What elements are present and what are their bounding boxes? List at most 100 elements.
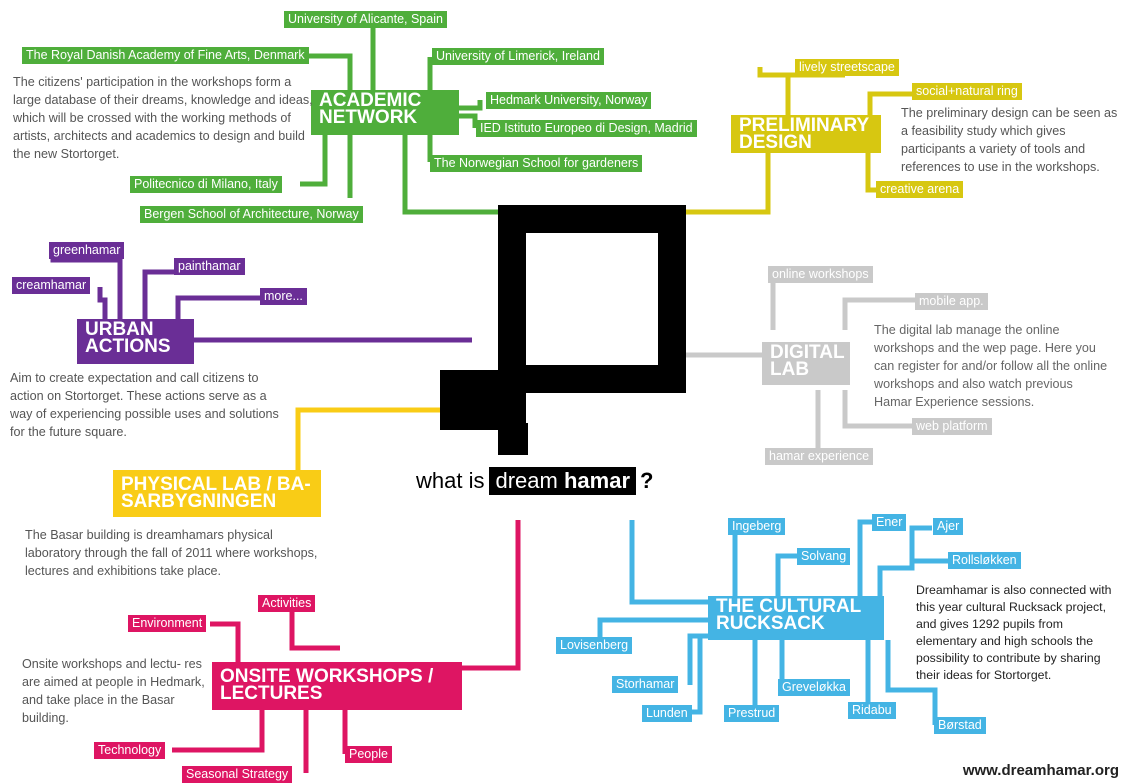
urban-greenhamar: greenhamar bbox=[49, 242, 125, 259]
digital-lab-title: DIGITAL LAB bbox=[762, 342, 850, 385]
connector-academic-ied bbox=[458, 113, 478, 128]
onsite-title-line1: ONSITE WORKSHOPS / bbox=[220, 666, 434, 687]
cultural-description: Dreamhamar is also connected with this y… bbox=[916, 583, 1112, 682]
preliminary-ring: social+natural ring bbox=[912, 83, 1022, 100]
connector-cultural-center bbox=[629, 520, 708, 605]
connector-academic-royal-danish bbox=[298, 53, 353, 90]
connector-physical-center bbox=[295, 407, 440, 470]
cultural-solvang: Solvang bbox=[797, 548, 851, 565]
onsite-workshops-title: ONSITE WORKSHOPS / LECTURES bbox=[212, 662, 462, 710]
digital-online-workshops: online workshops bbox=[768, 266, 873, 283]
connector-urban-cream bbox=[97, 287, 108, 319]
tagline: what is dream hamar ? bbox=[416, 466, 653, 496]
question-mark: ? bbox=[640, 468, 654, 493]
academic-hedmark: Hedmark University, Norway bbox=[486, 92, 652, 109]
cultural-ener: Ener bbox=[872, 514, 907, 531]
cultural-prestrud: Prestrud bbox=[724, 705, 780, 722]
site-url[interactable]: www.dreamhamar.org bbox=[962, 762, 1119, 779]
connector-cultural-ener bbox=[857, 519, 880, 596]
preliminary-title-line2: DESIGN bbox=[739, 132, 812, 153]
digital-mobile-app: mobile app. bbox=[915, 293, 988, 310]
connector-academic-milano bbox=[300, 135, 328, 187]
cultural-ajer: Ajer bbox=[933, 518, 964, 535]
onsite-activities: Activities bbox=[258, 595, 316, 612]
academic-royal-danish: The Royal Danish Academy of Fine Arts, D… bbox=[22, 47, 309, 64]
dreamhamar-logo bbox=[440, 205, 686, 455]
digital-title-line2: LAB bbox=[770, 359, 810, 380]
urban-description: Aim to create expectation and call citiz… bbox=[10, 371, 279, 439]
onsite-technology: Technology bbox=[94, 742, 166, 759]
digital-web-platform: web platform bbox=[912, 418, 992, 435]
preliminary-streetscape: lively streetscape bbox=[795, 59, 899, 76]
what-is-text: what is bbox=[416, 468, 485, 493]
connector-digital-mobile bbox=[842, 297, 915, 330]
connector-preliminary-arena bbox=[865, 150, 876, 193]
urban-title-line2: ACTIONS bbox=[85, 336, 171, 357]
dream-text: dream bbox=[495, 468, 558, 493]
cultural-title-line1: THE CULTURAL bbox=[716, 596, 862, 617]
cultural-lunden: Lunden bbox=[642, 705, 692, 722]
urban-actions-title: URBAN ACTIONS bbox=[77, 319, 194, 364]
onsite-people: People bbox=[345, 746, 392, 763]
cultural-title-line2: RUCKSACK bbox=[716, 613, 825, 634]
connector-cultural-lunden bbox=[655, 633, 708, 715]
connector-digital-web bbox=[842, 390, 912, 429]
academic-ied: IED Istituto Europeo di Design, Madrid bbox=[476, 120, 697, 137]
preliminary-description: The preliminary design can be seen as a … bbox=[901, 106, 1118, 174]
connector-preliminary-ring bbox=[867, 91, 912, 115]
connector-preliminary-center bbox=[686, 153, 771, 215]
connector-onsite-environment bbox=[210, 621, 241, 662]
connector-onsite-activities bbox=[289, 612, 340, 651]
cultural-ridabu: Ridabu bbox=[848, 702, 896, 719]
urban-more: more... bbox=[260, 288, 307, 305]
preliminary-design-title: PRELIMINARY DESIGN bbox=[731, 115, 881, 153]
connector-cultural-lovisenberg bbox=[597, 617, 708, 645]
cultural-storhamar: Storhamar bbox=[612, 676, 679, 693]
preliminary-arena: creative arena bbox=[876, 181, 964, 198]
connector-cultural-ingeberg bbox=[732, 525, 758, 596]
cultural-grevelokka: Greveløkka bbox=[778, 679, 850, 696]
connector-cultural-ajer bbox=[877, 525, 932, 596]
physical-lab-title: PHYSICAL LAB / BA- SARBYGNINGEN bbox=[113, 470, 321, 517]
urban-title-line1: URBAN bbox=[85, 319, 154, 340]
digital-title-line1: DIGITAL bbox=[770, 342, 845, 363]
academic-bergen: Bergen School of Architecture, Norway bbox=[140, 206, 363, 223]
physical-description: The Basar building is dreamhamars physic… bbox=[25, 528, 318, 578]
connector-urban-more bbox=[175, 295, 265, 319]
cultural-borstad: Børstad bbox=[934, 717, 986, 734]
digital-hamar-experience: hamar experience bbox=[765, 448, 874, 465]
onsite-seasonal-strategy: Seasonal Strategy bbox=[182, 766, 293, 783]
physical-title-line1: PHYSICAL LAB / BA- bbox=[121, 474, 311, 495]
academic-title-line2: NETWORK bbox=[319, 107, 418, 128]
connector-urban-paint bbox=[142, 269, 175, 319]
academic-milano: Politecnico di Milano, Italy bbox=[130, 176, 282, 193]
onsite-title-line2: LECTURES bbox=[220, 683, 323, 704]
cultural-rollslokken: Rollsløkken bbox=[948, 552, 1021, 569]
academic-alicante: University of Alicante, Spain bbox=[284, 11, 447, 28]
urban-creamhamar: creamhamar bbox=[12, 277, 91, 294]
connector-cultural-borstad bbox=[885, 640, 938, 725]
connector-academic-hedmark bbox=[458, 100, 483, 111]
onsite-description: Onsite workshops and lectu- res are aime… bbox=[22, 657, 205, 725]
connector-cultural-solvang bbox=[775, 553, 798, 596]
urban-painthamar: painthamar bbox=[174, 258, 245, 275]
academic-description: The citizens' participation in the works… bbox=[13, 75, 313, 161]
connector-onsite-technology bbox=[172, 710, 265, 753]
connector-onsite-center bbox=[462, 520, 521, 671]
connector-academic-center bbox=[402, 135, 500, 215]
cultural-ingeberg: Ingeberg bbox=[728, 518, 786, 535]
hamar-text: hamar bbox=[563, 468, 631, 493]
cultural-rucksack-title: THE CULTURAL RUCKSACK bbox=[708, 596, 884, 640]
academic-gardeners: The Norwegian School for gardeners bbox=[430, 155, 643, 172]
physical-title-line2: SARBYGNINGEN bbox=[121, 491, 277, 512]
academic-limerick: University of Limerick, Ireland bbox=[432, 48, 604, 65]
preliminary-title-line1: PRELIMINARY bbox=[739, 115, 870, 136]
dream-hamar-box: dream hamar bbox=[489, 467, 637, 495]
academic-network-title: ACADEMIC NETWORK bbox=[311, 90, 459, 135]
onsite-environment: Environment bbox=[128, 615, 207, 632]
academic-title-line1: ACADEMIC bbox=[319, 90, 422, 111]
cultural-lovisenberg: Lovisenberg bbox=[556, 637, 633, 654]
digital-description: The digital lab manage the online worksh… bbox=[874, 323, 1108, 409]
